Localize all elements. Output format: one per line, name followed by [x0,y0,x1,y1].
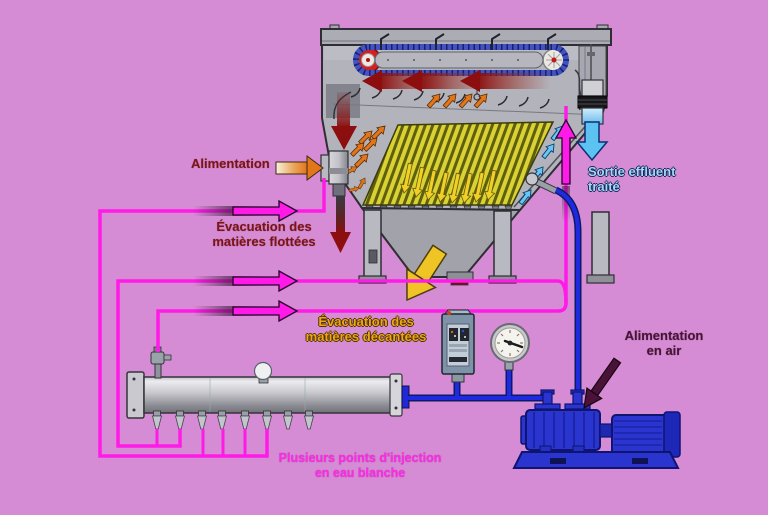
injection-points-label: Plusieurs points d'injection en eau blan… [278,451,442,480]
lamella-pack [361,121,555,206]
air-supply-label: Alimentation en air [624,328,704,359]
feed-arrow [275,161,308,175]
tube-vent-valve [150,346,172,379]
feed-inlet [275,150,351,253]
pressure-switch [441,309,475,383]
treated-effluent-outlet [575,79,609,162]
tank-legs [358,209,615,284]
floated-sludge-label: Évacuation des matières flottées [212,219,316,250]
white-water-flow-arrows [193,119,577,322]
recycle-riser-line [156,106,568,352]
pump-coupling [599,423,613,438]
pressure-gauge [490,323,530,371]
tank-top-beam [320,28,612,46]
feed-label: Alimentation [191,156,270,171]
settled-sludge-arrow [406,244,448,302]
chain-scraper [353,33,569,76]
air-dissolution-pump [512,389,681,469]
treated-effluent-label: Sortie effluent traité [588,164,676,195]
injection-line-2 [116,279,568,448]
injection-nozzles [151,410,315,430]
hopper-drain-valve [525,172,558,195]
tube-to-pump-pipe [408,396,550,407]
air-supply-arrow [583,357,622,410]
injection-line-1 [98,178,326,458]
pump-base [512,451,680,469]
tank-to-pump-pipe [555,188,580,407]
tube-knob [253,361,273,384]
water-line [332,103,602,116]
flotation-tank [275,24,615,302]
floated-discharge-pipe [336,196,345,234]
feed-label-text: Alimentation [191,156,270,171]
white-water-circuit [98,106,568,458]
effluent-down-arrow [575,121,609,162]
settled-sludge-label: Évacuation des matières décantées [305,314,427,345]
floated-sludge-flow-arrows [331,70,551,150]
saturation-tube [126,346,410,430]
